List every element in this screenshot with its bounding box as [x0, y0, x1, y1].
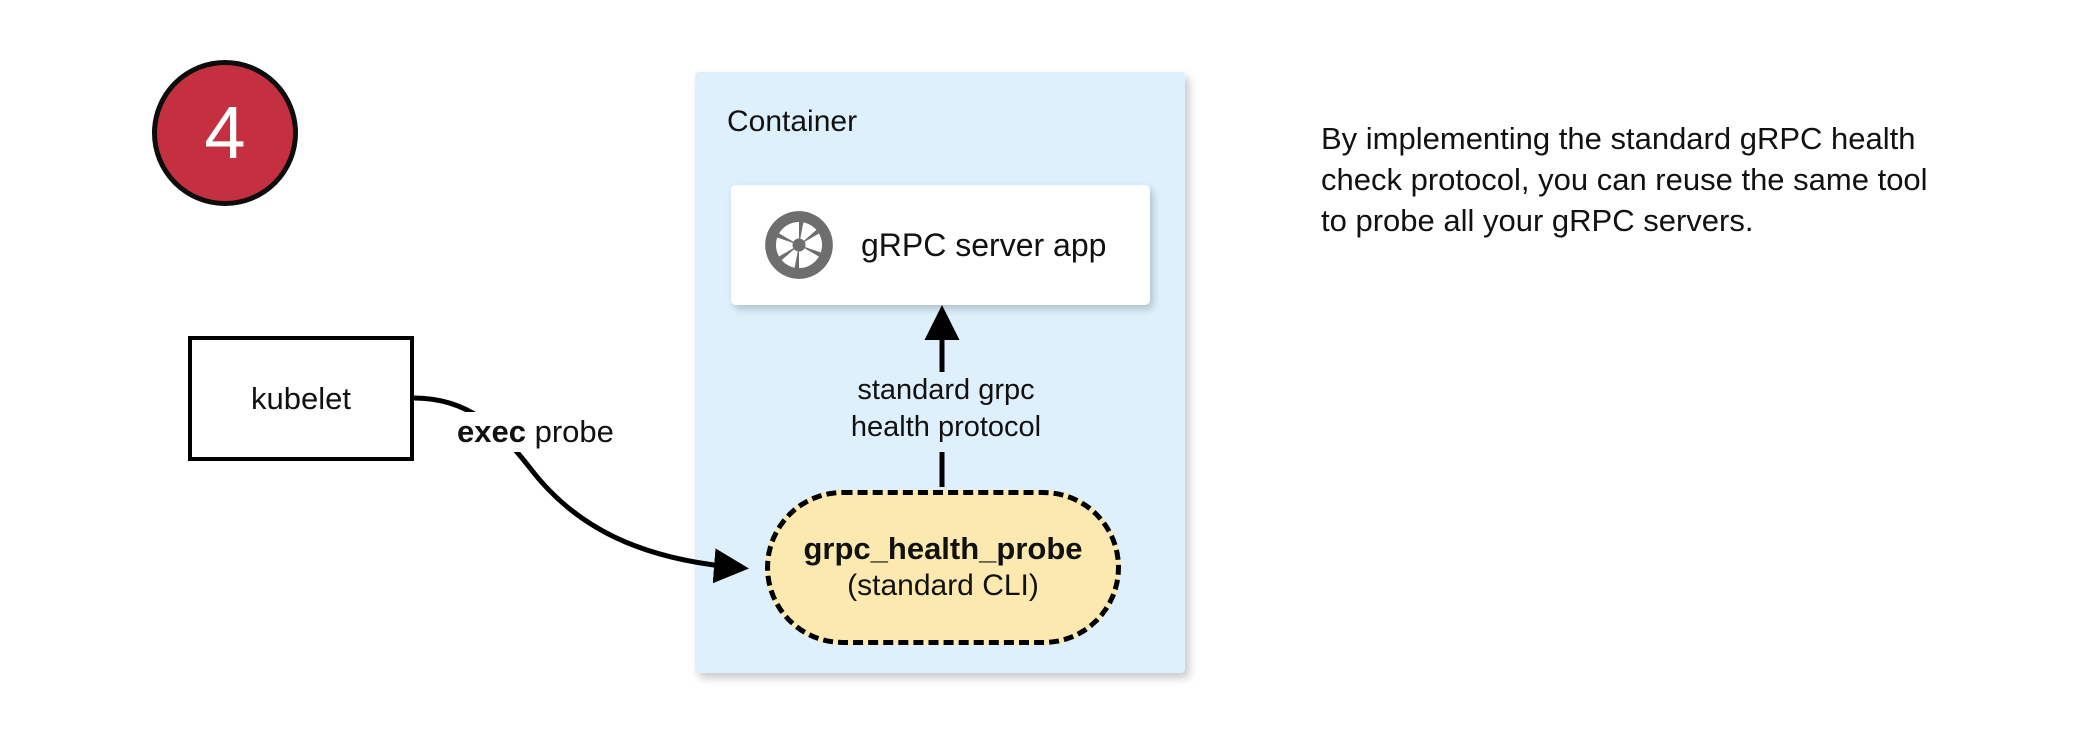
step-number-badge: 4	[152, 60, 298, 206]
kubelet-label: kubelet	[251, 380, 351, 416]
exec-probe-label: exec probe	[453, 412, 618, 452]
exec-probe-label-bold: exec	[457, 414, 526, 449]
grpc-health-probe-subtitle: (standard CLI)	[847, 569, 1039, 603]
grpc-server-app-label: gRPC server app	[861, 226, 1107, 263]
step-number-text: 4	[204, 91, 246, 174]
health-protocol-label-line1: standard grpc	[857, 374, 1035, 406]
grpc-health-probe-node: grpc_health_probe (standard CLI)	[765, 490, 1121, 645]
grpc-aperture-icon	[763, 209, 835, 281]
kubelet-box: kubelet	[188, 336, 414, 461]
health-protocol-label-line2: health protocol	[850, 410, 1042, 443]
container-label: Container	[727, 105, 858, 138]
exec-probe-label-rest: probe	[525, 414, 614, 449]
grpc-server-app-card: gRPC server app	[731, 185, 1150, 305]
grpc-health-probe-title: grpc_health_probe	[803, 531, 1083, 567]
caption-text: By implementing the standard gRPC health…	[1321, 121, 1928, 239]
health-protocol-label: standard grpc health protocol	[838, 372, 1054, 446]
